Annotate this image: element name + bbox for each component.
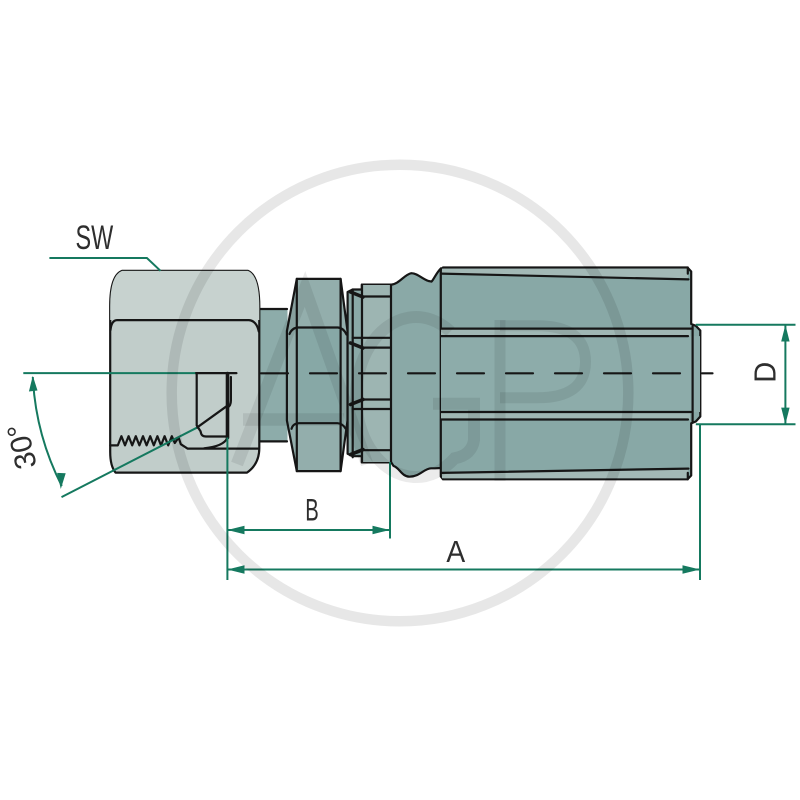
svg-text:SW: SW [76, 219, 114, 257]
svg-text:D: D [748, 362, 782, 383]
svg-text:A: A [446, 535, 465, 569]
svg-text:B: B [305, 492, 319, 528]
svg-text:30°: 30° [1, 421, 43, 473]
